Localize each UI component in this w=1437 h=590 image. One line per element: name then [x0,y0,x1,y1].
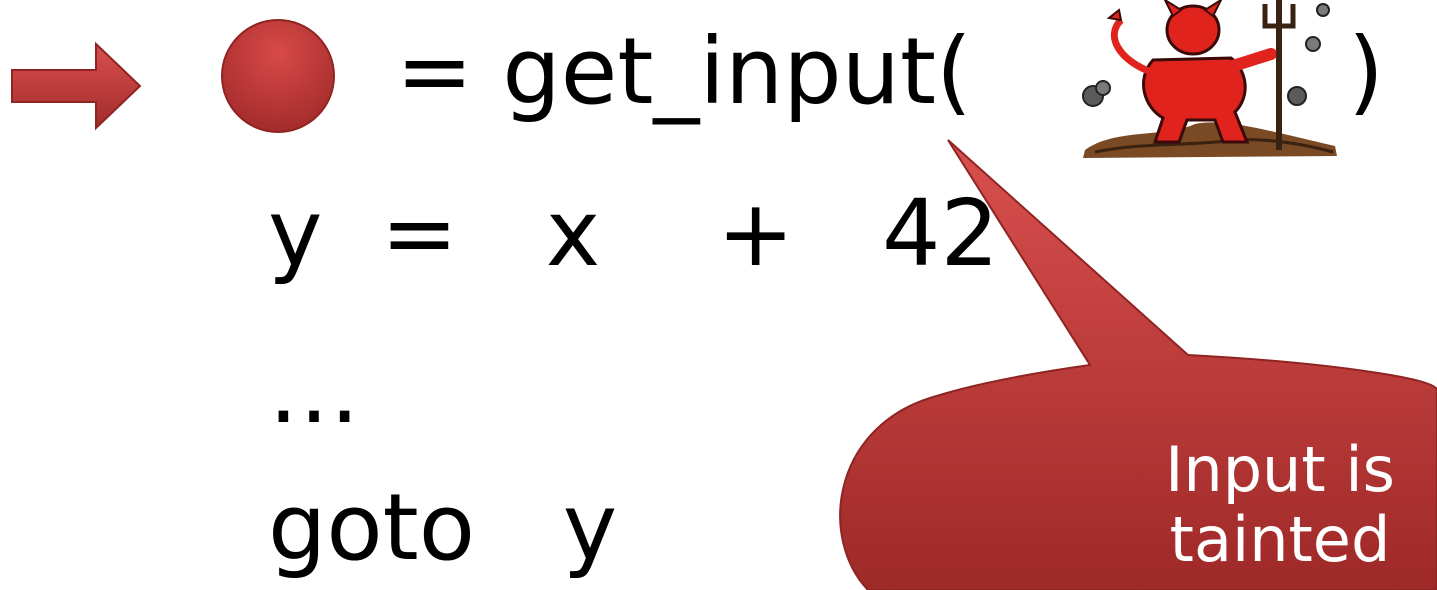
code-line-2: y = x + 42 [268,180,1000,287]
code-line-1: = get_input( [396,18,972,125]
code-line-3-ellipsis: … [268,337,360,444]
callout-bubble [839,139,1437,590]
devil-icon [1082,0,1337,158]
code-line-1-close-paren: ) [1348,18,1384,125]
code-line-4: goto y [268,474,618,581]
callout-text-line-2: tainted [1169,503,1391,576]
right-arrow-icon [11,41,142,131]
red-circle-icon [221,19,335,133]
callout-text-line-1: Input is [1165,433,1395,506]
